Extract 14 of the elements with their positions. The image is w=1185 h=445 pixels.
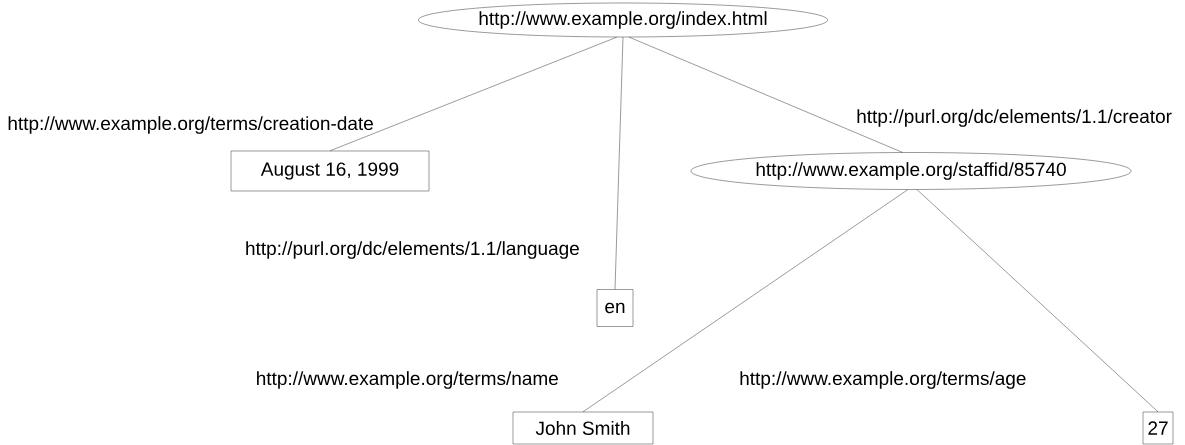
connector-line	[329, 37, 617, 151]
edge-label: http://purl.org/dc/elements/1.1/creator	[857, 109, 1172, 127]
connector-line	[582, 189, 908, 412]
edge-label: http://purl.org/dc/elements/1.1/language	[246, 241, 579, 259]
connector-line	[614, 37, 624, 290]
literal-box: en	[596, 289, 634, 327]
edge-label: http://www.example.org/terms/age	[740, 371, 1026, 389]
edge-label: http://www.example.org/terms/name	[257, 371, 558, 389]
literal-box: John Smith	[512, 411, 654, 445]
literal-box: 27	[1142, 411, 1174, 445]
connector-line	[629, 37, 903, 153]
connector-line	[916, 189, 1159, 412]
literal-box: August 16, 1999	[230, 150, 430, 192]
edge-label: http://www.example.org/terms/creation-date	[8, 116, 373, 134]
